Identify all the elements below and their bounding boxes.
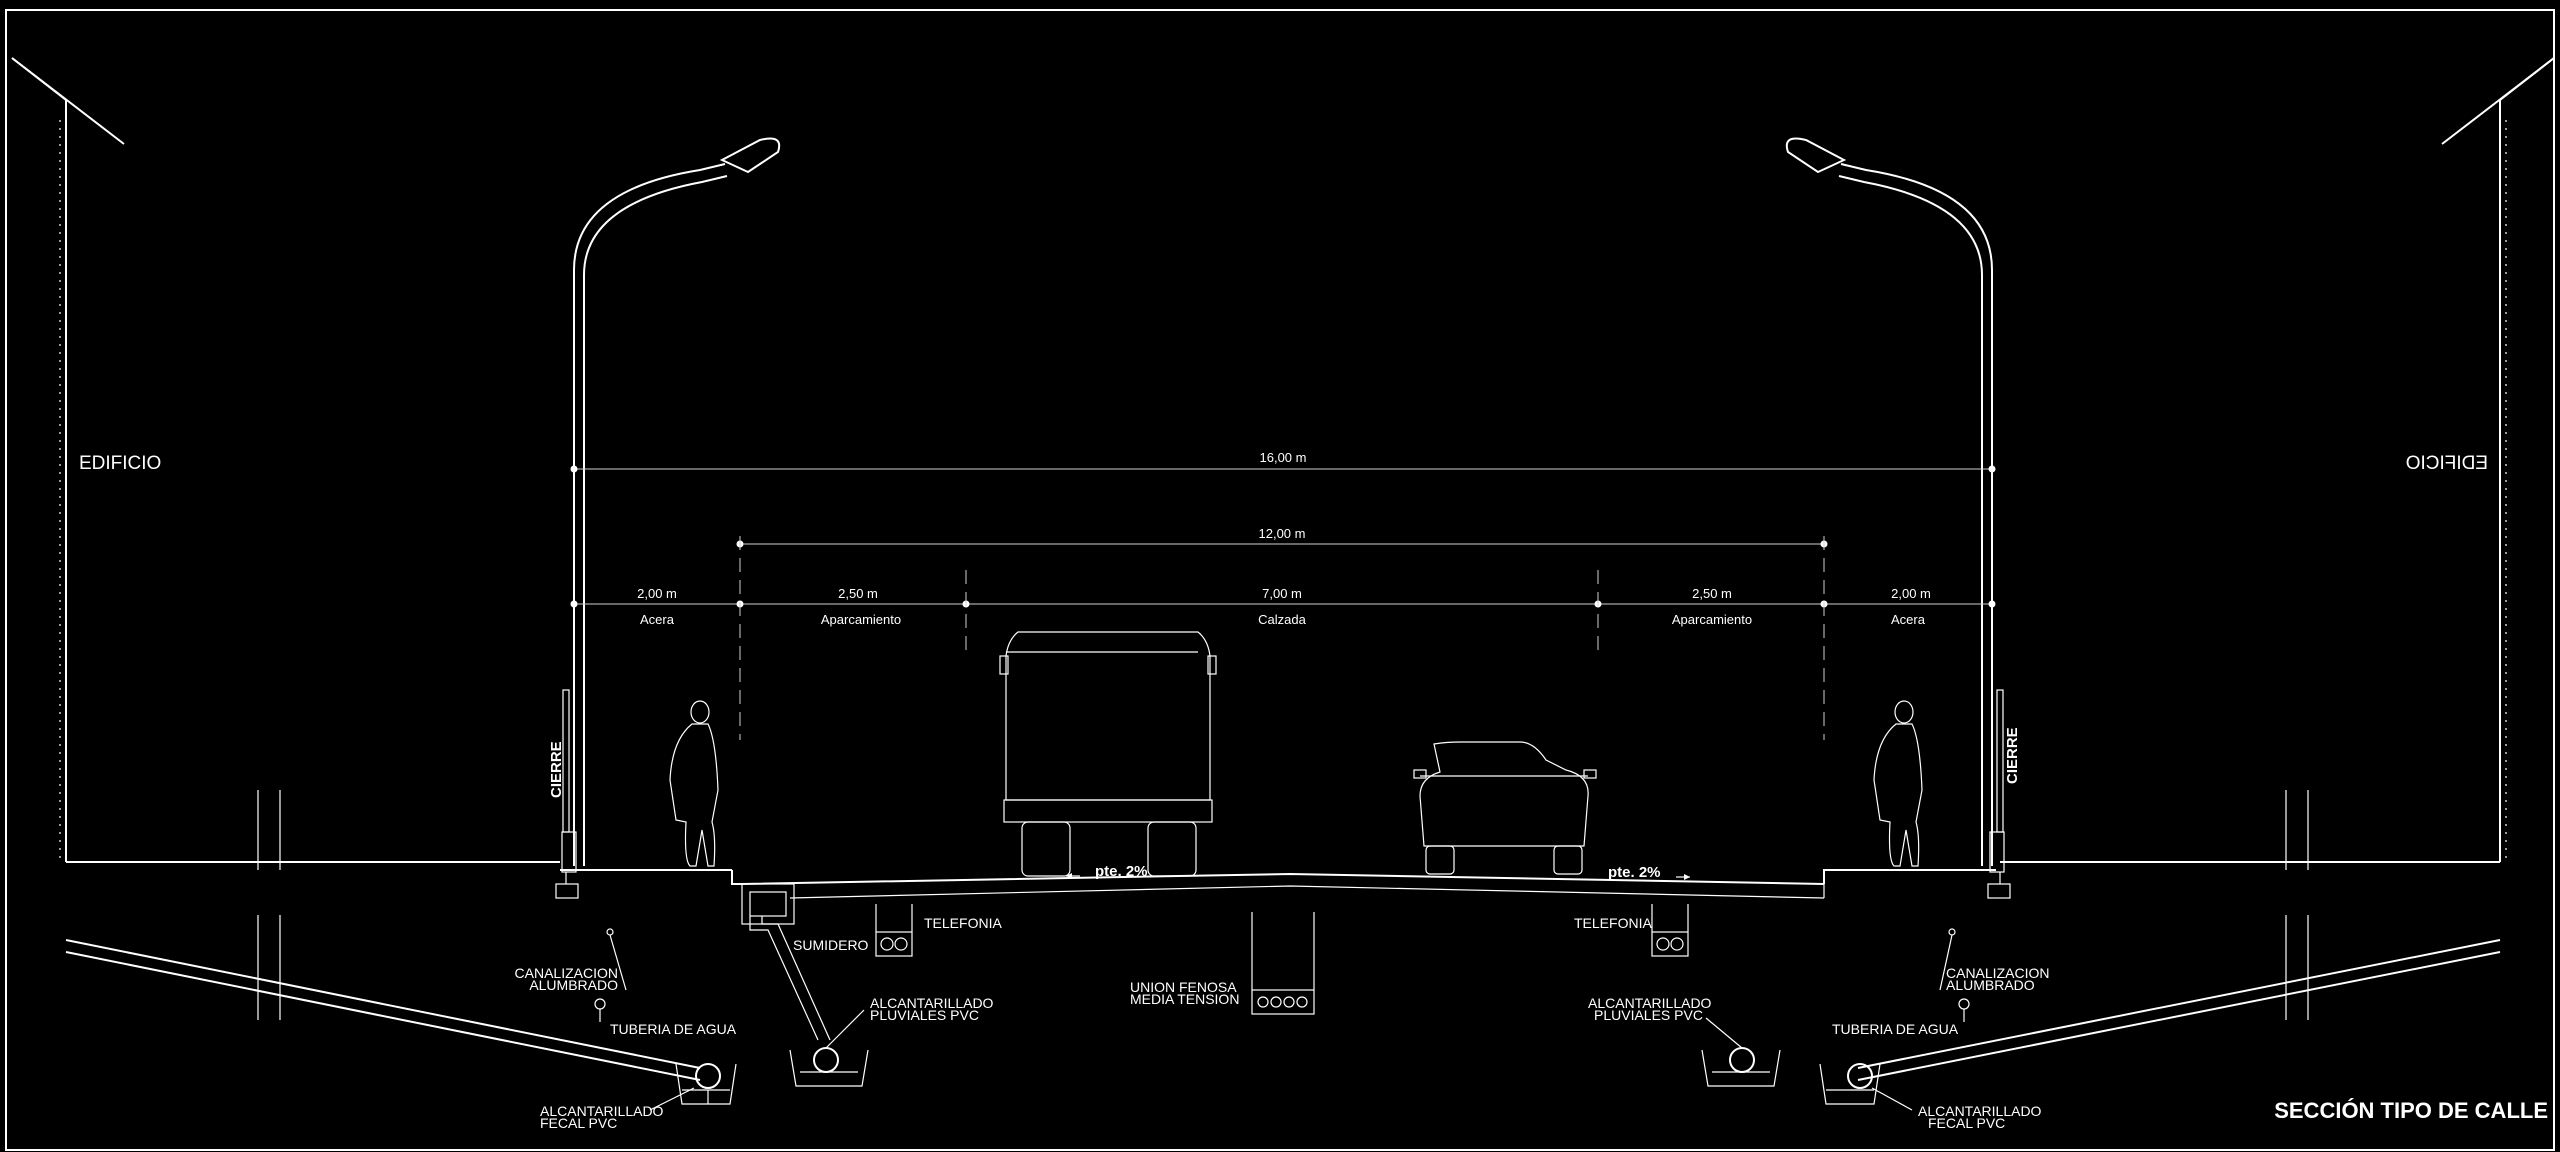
pedestrian-left <box>669 700 719 867</box>
street-profile <box>560 869 1996 899</box>
water-pipe-right-run <box>1857 939 2501 1081</box>
water-pipe-left-run <box>65 939 701 1081</box>
canalizacion-left-label-2: ALUMBRADO <box>529 977 618 993</box>
drawing-frame <box>5 9 2555 1151</box>
telefonia-left-label: TELEFONIA <box>924 915 1002 931</box>
dimension-lines <box>570 465 1996 740</box>
dim-total-value: 16,00 m <box>1260 450 1307 465</box>
dim-aparcamiento-left-name: Aparcamiento <box>821 612 901 627</box>
dim-aparcamiento-right-value: 2,50 m <box>1692 586 1732 601</box>
pluviales-left-label-2: PLUVIALES PVC <box>870 1007 979 1023</box>
gutter-sumidero <box>741 883 831 1041</box>
dim-acera-right-name: Acera <box>1891 612 1926 627</box>
building-right <box>2000 57 2555 863</box>
fecal-right-label-1: ALCANTARILLADO <box>1918 1103 2042 1119</box>
tuberia-right-label: TUBERIA DE AGUA <box>1832 1021 1959 1037</box>
car-rear-view <box>1413 741 1597 875</box>
canalizacion-right-label-1: CANALIZACION <box>1946 965 2049 981</box>
slope-marker-right <box>1676 874 1690 880</box>
fecal-sewer-right <box>1819 1063 1881 1105</box>
street-lamp-right <box>1785 137 2011 899</box>
dim-acera-left-name: Acera <box>640 612 675 627</box>
truck-rear-view <box>999 631 1217 877</box>
building-left <box>11 57 560 863</box>
dim-acera-right-value: 2,00 m <box>1891 586 1931 601</box>
cierre-right-label: CIERRE <box>2004 727 2021 784</box>
cierre-left-label: CIERRE <box>548 741 565 798</box>
pluviales-right-label-1: ALCANTARILLADO <box>1588 995 1712 1011</box>
fecal-left-label-2: FECAL PVC <box>540 1115 617 1131</box>
tuberia-left-label: TUBERIA DE AGUA <box>610 1021 737 1037</box>
service-markers <box>594 928 1970 1111</box>
slope-label-left: pte. 2% <box>1095 863 1148 880</box>
street-lamp-left <box>555 137 781 899</box>
telephone-duct-left <box>875 904 913 957</box>
storm-sewer-right <box>1701 1047 1781 1087</box>
property-boundary-marks <box>257 790 2309 1020</box>
sumidero-label: SUMIDERO <box>793 937 869 953</box>
fecal-sewer-left <box>675 1063 737 1105</box>
fecal-left-label-1: ALCANTARILLADO <box>540 1103 664 1119</box>
telephone-duct-right <box>1651 904 1689 957</box>
medium-voltage-duct <box>1251 912 1315 1015</box>
dim-aparcamiento-right-name: Aparcamiento <box>1672 612 1752 627</box>
dim-acera-left-value: 2,00 m <box>637 586 677 601</box>
slope-label-right: pte. 2% <box>1608 864 1661 881</box>
building-right-label: EDIFICIO <box>2406 453 2488 474</box>
union-fenosa-label-2: MEDIA TENSION <box>1130 991 1239 1007</box>
building-left-label: EDIFICIO <box>79 453 161 474</box>
storm-sewer-left <box>789 1047 869 1087</box>
pluviales-left-label-1: ALCANTARILLADO <box>870 995 994 1011</box>
dim-inner-value: 12,00 m <box>1259 526 1306 541</box>
dim-calzada-value: 7,00 m <box>1262 586 1302 601</box>
pluviales-right-label-2: PLUVIALES PVC <box>1594 1007 1703 1023</box>
fecal-right-label-2: FECAL PVC <box>1928 1115 2005 1131</box>
pedestrian-right <box>1873 700 1923 867</box>
dim-calzada-name: Calzada <box>1258 612 1306 627</box>
canalizacion-left-label-1: CANALIZACION <box>515 965 618 981</box>
union-fenosa-label-1: UNION FENOSA <box>1130 979 1237 995</box>
slope-marker-left <box>1066 873 1080 879</box>
canalizacion-right-label-2: ALUMBRADO <box>1946 977 2035 993</box>
telefonia-right-label: TELEFONIA <box>1574 915 1652 931</box>
dim-aparcamiento-left-value: 2,50 m <box>838 586 878 601</box>
drawing-title: SECCIÓN TIPO DE CALLE <box>2274 1098 2548 1123</box>
